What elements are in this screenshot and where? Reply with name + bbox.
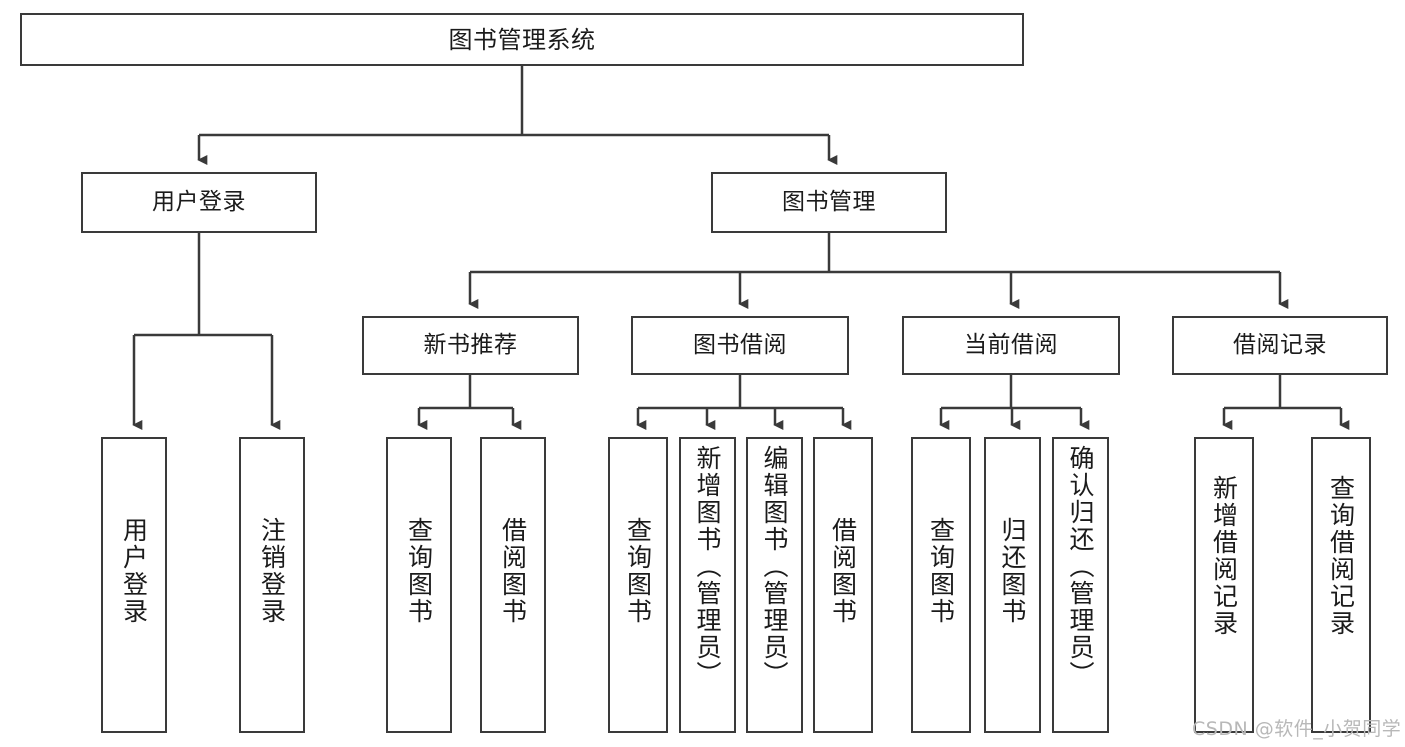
node-root[interactable]: 图书管理系统	[20, 13, 1024, 66]
node-leaf-add-book[interactable]: 新增图书（管理员）	[679, 437, 736, 733]
node-leaf-add-record[interactable]: 新增借阅记录	[1194, 437, 1254, 733]
node-leaf-logout-label: 注销登录	[257, 517, 287, 625]
node-current-borrow-label: 当前借阅	[964, 332, 1058, 358]
node-leaf-return-book-label: 归还图书	[998, 517, 1027, 625]
node-current-borrow[interactable]: 当前借阅	[902, 316, 1120, 375]
node-leaf-query-record-label: 查询借阅记录	[1326, 475, 1356, 637]
node-new-book-recommend[interactable]: 新书推荐	[362, 316, 579, 375]
node-leaf-query-book-2-label: 查询图书	[623, 517, 653, 625]
node-leaf-borrow-book-2[interactable]: 借阅图书	[813, 437, 873, 733]
node-leaf-edit-book[interactable]: 编辑图书（管理员）	[746, 437, 803, 733]
node-leaf-borrow-book-1-label: 借阅图书	[498, 517, 528, 625]
node-leaf-user-login[interactable]: 用户登录	[101, 437, 167, 733]
node-leaf-logout[interactable]: 注销登录	[239, 437, 305, 733]
node-leaf-query-book-1[interactable]: 查询图书	[386, 437, 452, 733]
node-user-login-label: 用户登录	[152, 189, 246, 215]
node-leaf-query-record[interactable]: 查询借阅记录	[1311, 437, 1371, 733]
node-leaf-query-book-1-label: 查询图书	[404, 517, 434, 625]
node-new-book-recommend-label: 新书推荐	[423, 332, 518, 358]
node-borrow-record-label: 借阅记录	[1233, 332, 1327, 358]
node-leaf-edit-book-label: 编辑图书（管理员）	[760, 445, 789, 688]
node-leaf-confirm-return-label: 确认归还（管理员）	[1066, 445, 1095, 688]
node-leaf-query-book-2[interactable]: 查询图书	[608, 437, 668, 733]
node-book-management-label: 图书管理	[782, 189, 876, 215]
node-leaf-add-record-label: 新增借阅记录	[1209, 475, 1239, 637]
node-root-label: 图书管理系统	[448, 25, 596, 54]
node-leaf-confirm-return[interactable]: 确认归还（管理员）	[1052, 437, 1109, 733]
watermark: CSDN @软件_小贺同学	[1192, 718, 1402, 740]
node-leaf-query-book-3[interactable]: 查询图书	[911, 437, 971, 733]
node-book-borrow-label: 图书借阅	[693, 332, 787, 358]
node-user-login[interactable]: 用户登录	[81, 172, 317, 233]
node-leaf-borrow-book-1[interactable]: 借阅图书	[480, 437, 546, 733]
node-book-borrow[interactable]: 图书借阅	[631, 316, 849, 375]
node-leaf-return-book[interactable]: 归还图书	[984, 437, 1041, 733]
node-leaf-user-login-label: 用户登录	[119, 517, 149, 625]
node-leaf-add-book-label: 新增图书（管理员）	[693, 445, 722, 688]
node-book-management[interactable]: 图书管理	[711, 172, 947, 233]
node-borrow-record[interactable]: 借阅记录	[1172, 316, 1388, 375]
node-leaf-borrow-book-2-label: 借阅图书	[828, 517, 858, 625]
node-leaf-query-book-3-label: 查询图书	[926, 517, 956, 625]
